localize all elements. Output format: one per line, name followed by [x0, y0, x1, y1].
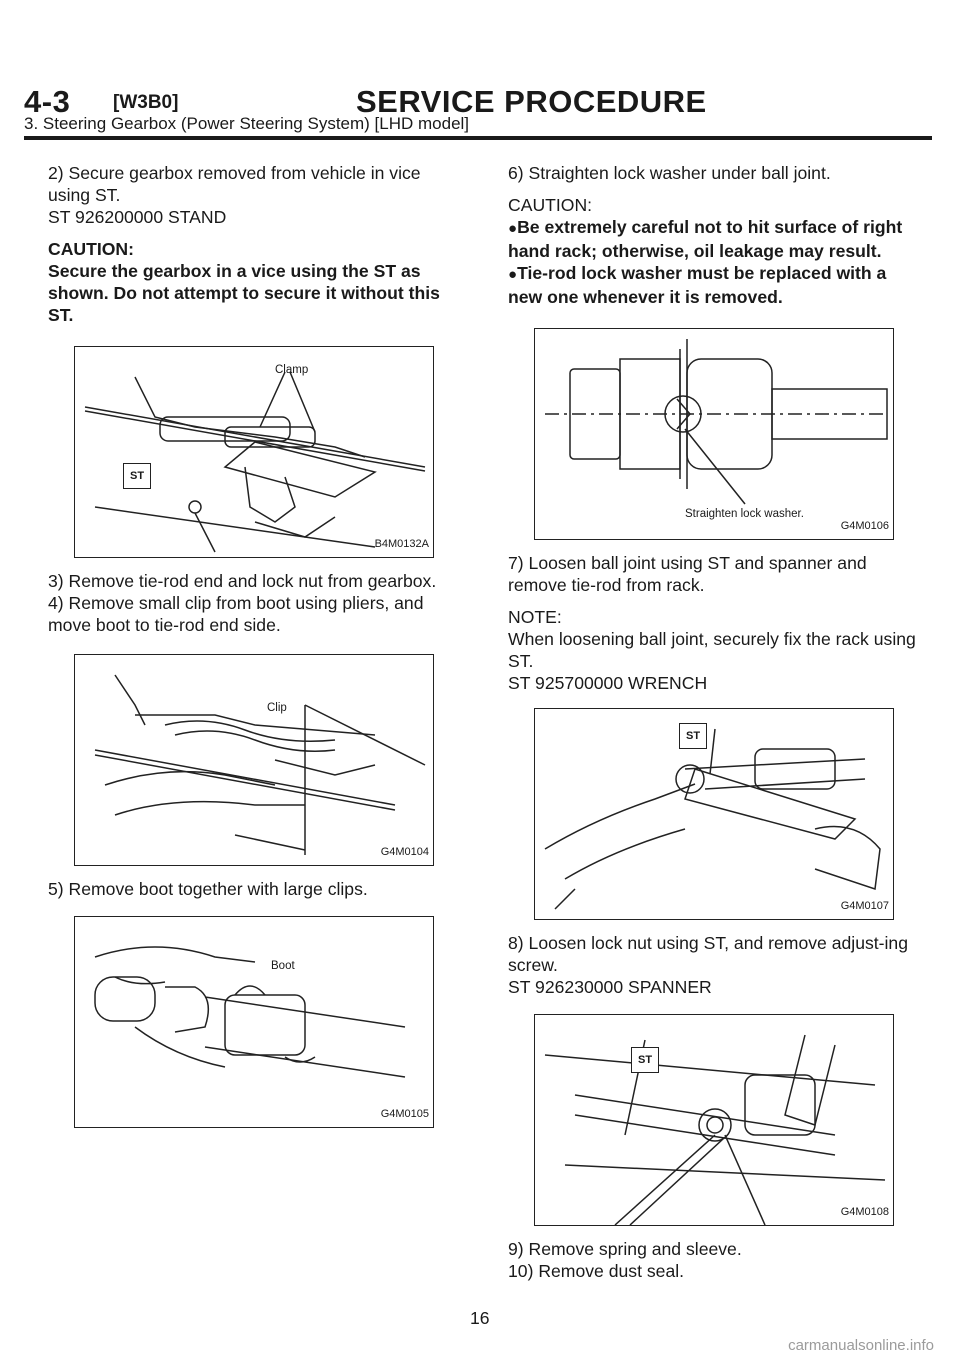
- label-st: ST: [123, 463, 152, 489]
- right-column: 6) Straighten lock washer under ball joi…: [508, 162, 918, 1292]
- boot-illustration: [94, 946, 406, 1078]
- figure-vice-clamp: Clamp ST B4M0132A: [74, 346, 434, 558]
- wrench-illustration: [544, 728, 881, 910]
- page-subtitle: 3. Steering Gearbox (Power Steering Syst…: [24, 114, 470, 133]
- figure-boot-clip: Clip G4M0104: [74, 654, 434, 866]
- step-9: 9) Remove spring and sleeve.: [508, 1239, 742, 1259]
- note-label: NOTE:: [508, 607, 562, 627]
- step-10: 10) Remove dust seal.: [508, 1261, 685, 1281]
- page-number: 16: [470, 1308, 490, 1328]
- section-number: 4-3: [24, 84, 71, 119]
- label-st: ST: [679, 723, 708, 749]
- figure-wrench: ST G4M0107: [534, 708, 894, 920]
- header-rule: [24, 136, 932, 140]
- spanner-illustration: [544, 1034, 886, 1225]
- figure-caption: G4M0107: [840, 900, 889, 912]
- label-boot: Boot: [271, 960, 295, 972]
- figure-caption: G4M0106: [840, 520, 889, 532]
- page-title: SERVICE PROCEDURE: [356, 84, 707, 119]
- caution-label: CAUTION:: [508, 195, 593, 215]
- section-code: [W3B0]: [113, 92, 179, 113]
- vice-clamp-illustration: [84, 371, 426, 553]
- step-5: 5) Remove boot together with large clips…: [48, 879, 368, 899]
- figure-lock-washer: Straighten lock washer. G4M0106: [534, 328, 894, 540]
- step-2: 2) Secure gearbox removed from vehicle i…: [48, 163, 421, 227]
- caution-text: Secure the gearbox in a vice using the S…: [48, 261, 440, 325]
- left-column: 2) Secure gearbox removed from vehicle i…: [48, 162, 458, 1140]
- bullet-icon: ●: [508, 220, 518, 237]
- step-8: 8) Loosen lock nut using ST, and remove …: [508, 933, 908, 997]
- watermark[interactable]: carmanualsonline.info: [788, 1337, 934, 1354]
- bullet-icon: ●: [508, 266, 518, 283]
- caution-item-2: ●Tie-rod lock washer must be replaced wi…: [508, 263, 887, 307]
- figure-boot: Boot G4M0105: [74, 916, 434, 1128]
- lock-washer-illustration: [545, 339, 888, 505]
- step-7-tool: ST 925700000 WRENCH: [508, 673, 708, 693]
- step-8-tool: ST 926230000 SPANNER: [508, 977, 712, 997]
- figure-caption: G4M0108: [840, 1206, 889, 1218]
- step-7: 7) Loosen ball joint using ST and spanne…: [508, 553, 867, 595]
- figure-spanner: ST G4M0108: [534, 1014, 894, 1226]
- label-clip: Clip: [267, 702, 287, 714]
- step-4: 4) Remove small clip from boot using pli…: [48, 593, 424, 635]
- figure-caption: G4M0104: [380, 846, 429, 858]
- step-6: 6) Straighten lock washer under ball joi…: [508, 163, 831, 183]
- label-st: ST: [631, 1047, 660, 1073]
- step-2-tool: ST 926200000 STAND: [48, 207, 227, 227]
- step-3: 3) Remove tie-rod end and lock nut from …: [48, 571, 437, 591]
- figure-caption: B4M0132A: [374, 538, 429, 550]
- note-text: When loosening ball joint, securely fix …: [508, 629, 916, 693]
- caution-label: CAUTION:: [48, 239, 135, 259]
- figure-caption: G4M0105: [380, 1108, 429, 1120]
- label-clamp: Clamp: [275, 364, 309, 376]
- boot-clip-illustration: [94, 674, 426, 855]
- caution-item-1: ●Be extremely careful not to hit surface…: [508, 217, 903, 261]
- label-lock-washer: Straighten lock washer.: [685, 508, 804, 520]
